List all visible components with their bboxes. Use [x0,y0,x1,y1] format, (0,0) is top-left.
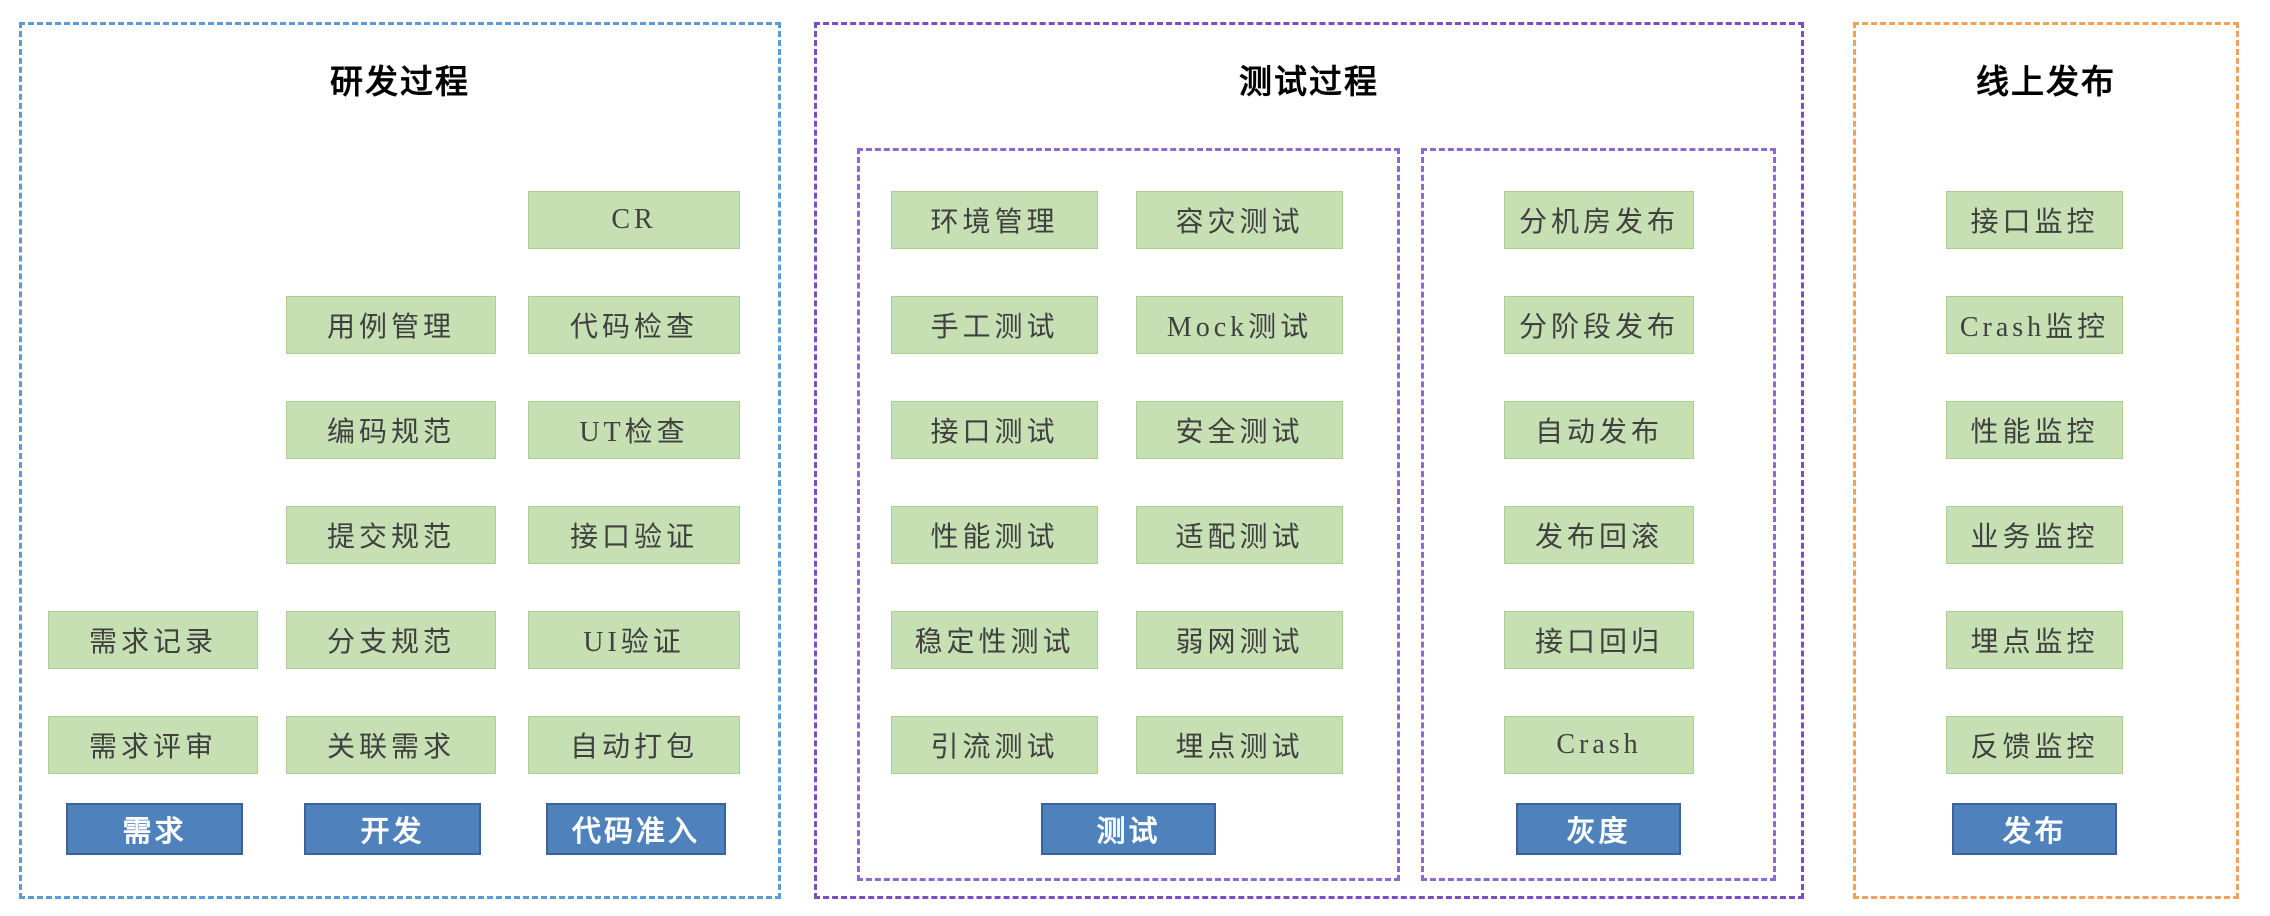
process-item: 接口监控 [1946,191,2123,249]
stage-badge: 开发 [304,803,481,855]
process-item: Crash监控 [1946,296,2123,354]
stage-badge: 需求 [66,803,243,855]
process-item: Crash [1504,716,1694,774]
process-item: 埋点监控 [1946,611,2123,669]
process-item: 分机房发布 [1504,191,1694,249]
stage-badge: 代码准入 [546,803,726,855]
release-section-title: 线上发布 [1976,63,2116,100]
online-release-section: 线上发布 接口监控 Crash监控 性能监控 业务监控 埋点监控 反馈监控 发布 [1853,22,2239,899]
process-item: 引流测试 [891,716,1098,774]
process-item: 分支规范 [286,611,496,669]
process-item: 环境管理 [891,191,1098,249]
process-item: 反馈监控 [1946,716,2123,774]
process-item: UI验证 [528,611,740,669]
test-section-title: 测试过程 [1239,63,1379,100]
process-item: 接口测试 [891,401,1098,459]
stage-badge: 测试 [1041,803,1216,855]
test-process-section: 测试过程 环境管理 手工测试 接口测试 性能测试 稳定性测试 引流测试 容灾测试… [814,22,1804,899]
dev-section-title: 研发过程 [330,63,470,100]
dev-process-section: 研发过程 需求记录 需求评审 用例管理 编码规范 提交规范 分支规范 关联需求 … [19,22,781,899]
process-item: 自动打包 [528,716,740,774]
process-item: 性能监控 [1946,401,2123,459]
process-item: 安全测试 [1136,401,1343,459]
process-item: 接口验证 [528,506,740,564]
test-group: 环境管理 手工测试 接口测试 性能测试 稳定性测试 引流测试 容灾测试 Mock… [857,148,1400,881]
process-item: 适配测试 [1136,506,1343,564]
gray-release-group: 分机房发布 分阶段发布 自动发布 发布回滚 接口回归 Crash 灰度 [1421,148,1776,881]
process-item: 手工测试 [891,296,1098,354]
process-item: 弱网测试 [1136,611,1343,669]
process-item: 业务监控 [1946,506,2123,564]
stage-badge: 发布 [1952,803,2117,855]
process-item: 容灾测试 [1136,191,1343,249]
process-item: 编码规范 [286,401,496,459]
process-item: 发布回滚 [1504,506,1694,564]
stage-badge: 灰度 [1516,803,1681,855]
process-item: 接口回归 [1504,611,1694,669]
process-item: 用例管理 [286,296,496,354]
process-item: 代码检查 [528,296,740,354]
process-item: 性能测试 [891,506,1098,564]
process-item: 需求评审 [48,716,258,774]
process-item: CR [528,191,740,249]
process-item: 稳定性测试 [891,611,1098,669]
process-item: 埋点测试 [1136,716,1343,774]
process-item: UT检查 [528,401,740,459]
process-item: 需求记录 [48,611,258,669]
process-item: 分阶段发布 [1504,296,1694,354]
process-item: 提交规范 [286,506,496,564]
process-item: 自动发布 [1504,401,1694,459]
process-item: Mock测试 [1136,296,1343,354]
process-item: 关联需求 [286,716,496,774]
